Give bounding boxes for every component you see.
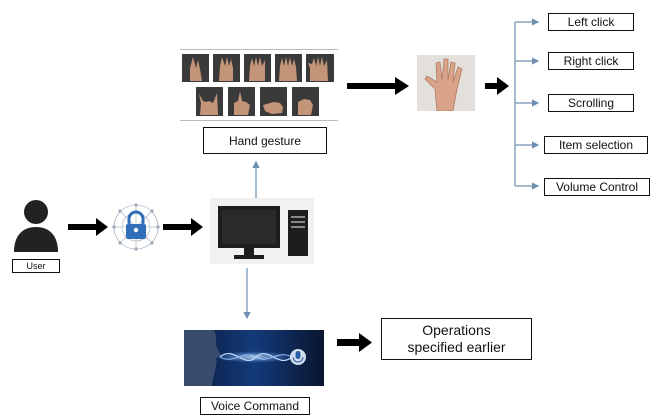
gesture-thumb-8 — [260, 87, 287, 116]
computer-icon — [210, 198, 314, 264]
action-volume-control: Volume Control — [544, 178, 650, 196]
gesture-thumb-7 — [228, 87, 255, 116]
voice-wave-image — [184, 330, 324, 386]
gesture-thumb-2 — [213, 54, 240, 82]
operations-line-2: specified earlier — [407, 339, 506, 355]
lock-icon — [112, 203, 160, 251]
gesture-thumb-9 — [292, 87, 319, 116]
action-right-click: Right click — [548, 52, 634, 70]
arrow-user-to-lock — [68, 218, 108, 236]
user-label: User — [12, 259, 60, 273]
gesture-thumb-3 — [244, 54, 271, 82]
gesture-thumb-4 — [275, 54, 302, 82]
arrow-lock-to-computer — [163, 218, 203, 236]
open-palm-icon — [417, 55, 475, 111]
hand-gesture-label: Hand gesture — [203, 127, 327, 154]
action-scrolling: Scrolling — [548, 94, 634, 112]
action-left-click: Left click — [548, 13, 634, 31]
arrow-voice-to-operations — [337, 333, 372, 352]
user-icon — [14, 200, 58, 252]
gesture-thumb-6 — [196, 87, 223, 116]
action-item-selection: Item selection — [544, 136, 648, 154]
arrow-palm-to-actions — [485, 77, 509, 95]
operations-line-1: Operations — [422, 322, 491, 338]
voice-command-label: Voice Command — [200, 397, 310, 415]
action-branch-connector — [514, 18, 540, 190]
operations-box: Operations specified earlier — [381, 318, 532, 360]
gesture-thumb-1 — [182, 54, 209, 82]
hand-gesture-samples — [180, 49, 338, 121]
gesture-thumb-5 — [306, 54, 334, 82]
arrow-gestures-to-palm — [347, 77, 409, 95]
